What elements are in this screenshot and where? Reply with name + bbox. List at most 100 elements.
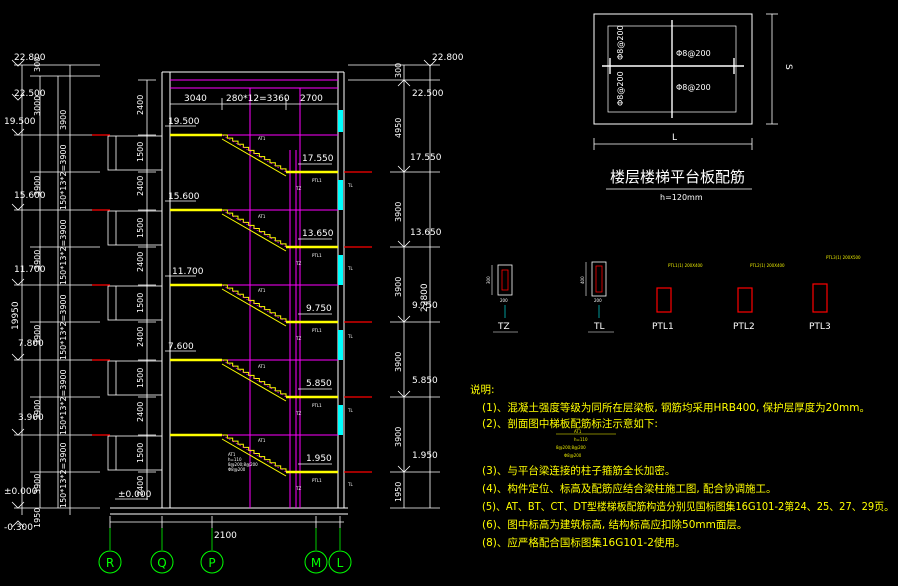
left-seg2-5: 150*13*2=3900 — [59, 369, 68, 435]
right-level-17550: 17.550 — [410, 153, 442, 163]
right-level-1950: 1.950 — [412, 451, 438, 461]
tag-at-4: AT1 — [258, 364, 266, 369]
left-seg-5: 3900 — [33, 325, 42, 345]
note-7: (8)、应严格配合国标图集16G101-2使用。 — [482, 536, 685, 549]
right-seg-2: 4950 — [394, 118, 403, 138]
svg-text:h=110: h=110 — [228, 457, 242, 462]
slab-rebar-h2: Φ8@200 — [676, 83, 711, 92]
right-seg-3: 3900 — [394, 202, 403, 222]
inner-dim-4: 1500 — [136, 218, 145, 238]
left-level-minus-0300: -0.300 — [4, 523, 33, 533]
slab-title: 楼层楼梯平台板配筋 — [610, 168, 745, 186]
left-level-22800: 22.800 — [14, 53, 46, 63]
slab-detail: Φ8@200 Φ8@200 Φ8@200 Φ8@200 L S 楼层楼梯平台板配… — [593, 13, 793, 202]
tag-ptl-4: PTL1 — [312, 403, 322, 408]
left-seg-3: 3900 — [33, 176, 42, 196]
note-1: (1)、混凝土强度等级为同所在层梁板, 钢筋均采用HRB400, 保护层厚度为2… — [482, 401, 870, 414]
right-level-5850: 5.850 — [412, 376, 438, 386]
tag-tl-1: TL — [347, 183, 353, 188]
return-flight-2 — [221, 209, 287, 248]
tag-tz-5: TZ — [295, 486, 301, 491]
inner-dim-10: 1500 — [136, 443, 145, 463]
section-tl-label: TL — [593, 322, 605, 332]
axis-l: L — [337, 556, 344, 570]
left-total: 19950 — [11, 301, 21, 330]
svg-text:300: 300 — [486, 276, 491, 284]
stair-flights — [221, 134, 287, 477]
left-seg2-2: 150*13*2=3900 — [59, 144, 68, 210]
axis-m: M — [311, 556, 321, 570]
tag-tl-2: TL — [347, 266, 353, 271]
svg-text:AT1: AT1 — [228, 452, 236, 457]
note-4: (4)、构件定位、标高及配筋应结合梁柱施工图, 配合协调施工。 — [482, 482, 777, 495]
axis-bubbles — [98, 550, 352, 574]
section-ptl1: PTL1(1) 200X400 PTL1 — [652, 263, 703, 332]
stair-tags: AT1 AT1 AT1 AT1 AT1 PTL1 PTL1 PTL1 PTL1 … — [258, 136, 353, 491]
left-seg-4: 3900 — [33, 250, 42, 270]
section-ptl2: PTL2(1) 200X400 PTL2 — [733, 263, 785, 332]
inner-dim-8: 1500 — [136, 368, 145, 388]
tag-tz-3: TZ — [295, 336, 301, 341]
return-flight-5 — [221, 434, 287, 473]
flight-note: AT1 h=110 8@200;8@200 Φ8@200 — [228, 452, 258, 472]
svg-text:Φ8@200: Φ8@200 — [228, 467, 246, 472]
floor-slabs — [170, 133, 338, 474]
left-windows — [107, 135, 163, 471]
return-flight-4 — [221, 359, 287, 398]
right-total: 22800 — [420, 283, 430, 312]
tag-tl-3: TL — [347, 334, 353, 339]
right-level-13650: 13.650 — [410, 228, 442, 238]
slab-rebar-v2: Φ8@200 — [616, 71, 625, 106]
top-dim-2: 280*12=3360 — [226, 94, 290, 104]
top-dim-1: 3040 — [184, 94, 207, 104]
inner-dim-3: 2400 — [136, 176, 145, 196]
landing-level-5850: 5.850 — [306, 379, 332, 389]
tag-tl-4: TL — [347, 408, 353, 413]
section-ptl1-label: PTL1 — [652, 322, 674, 332]
section-ptl2-label: PTL2 — [733, 322, 755, 332]
svg-text:8@200;8@200: 8@200;8@200 — [556, 445, 586, 450]
return-flight-3 — [221, 284, 287, 323]
right-seg-4: 3900 — [394, 277, 403, 297]
flight-soffit-3 — [221, 288, 287, 327]
svg-text:PTL3(1) 200X500: PTL3(1) 200X500 — [826, 255, 861, 260]
axis-p: P — [208, 556, 215, 570]
tag-at-1: AT1 — [258, 136, 266, 141]
inner-dim-11: 2400 — [136, 476, 145, 496]
inner-dim-1: 2400 — [136, 95, 145, 115]
left-seg-1: 300 — [33, 57, 42, 72]
right-seg-1: 300 — [394, 63, 403, 78]
inner-col-dims — [138, 79, 156, 500]
note-5: (5)、AT、BT、CT、DT型楼梯板配筋构造分别见国标图集16G101-2第2… — [482, 500, 894, 513]
section-tl: 400 200 TL — [580, 261, 614, 333]
tag-ptl-2: PTL1 — [312, 253, 322, 258]
inner-dim-5: 2400 — [136, 252, 145, 272]
svg-text:200: 200 — [594, 298, 602, 303]
left-dimension-lines — [14, 64, 100, 515]
tag-at-2: AT1 — [258, 214, 266, 219]
left-seg2-3: 150*13*2=3900 — [59, 219, 68, 285]
slab-subtitle: h=120mm — [660, 193, 703, 202]
slab-dim-s: S — [783, 64, 793, 70]
axis-q: Q — [157, 556, 166, 570]
red-marks — [92, 134, 372, 473]
note-2: (2)、剖面图中梯板配筋标注示意如下: — [482, 417, 658, 430]
inner-level-15600: 15.600 — [168, 192, 200, 202]
right-seg-6: 3900 — [394, 427, 403, 447]
right-dimension-lines — [348, 59, 440, 509]
left-level-19500: 19.500 — [4, 117, 36, 127]
svg-text:Φ8@200: Φ8@200 — [564, 453, 582, 458]
tag-ptl-5: PTL1 — [312, 478, 322, 483]
left-level-22500: 22.500 — [14, 89, 46, 99]
notes-title: 说明: — [470, 383, 495, 396]
inner-level-7600: 7.600 — [168, 342, 194, 352]
axis-r: R — [106, 556, 114, 570]
landing-level-9750: 9.750 — [306, 304, 332, 314]
right-seg-7: 1950 — [394, 482, 403, 502]
left-seg-6: 3900 — [33, 400, 42, 420]
floor-beams — [170, 79, 338, 508]
left-level-3900: 3.900 — [18, 413, 44, 423]
top-dim-3: 2700 — [300, 94, 323, 104]
right-level-9750: 9.750 — [412, 301, 438, 311]
